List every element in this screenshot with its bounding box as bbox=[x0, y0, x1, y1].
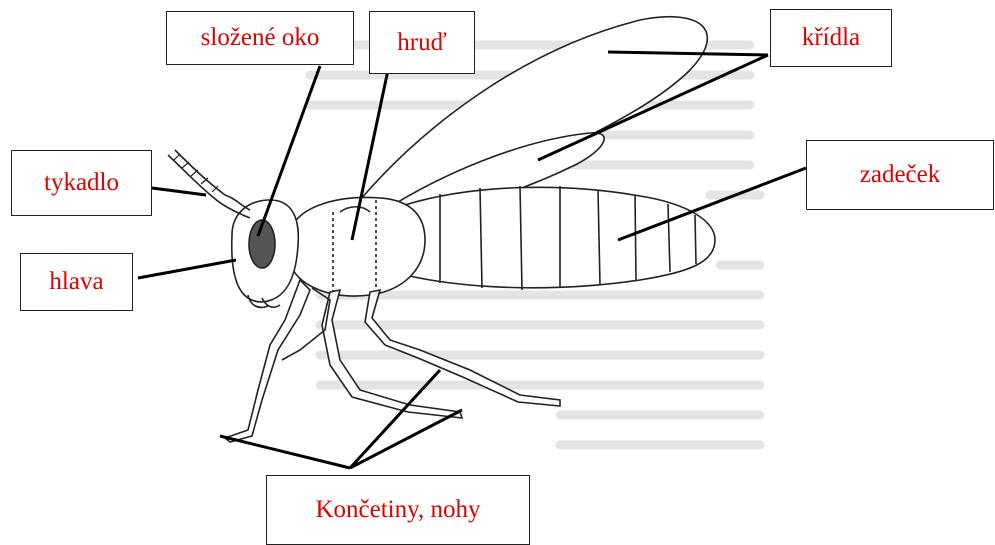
label-head: hlava bbox=[20, 253, 133, 311]
label-legs: Končetiny, nohy bbox=[266, 475, 530, 545]
antenna bbox=[168, 150, 250, 218]
label-wings: křídla bbox=[770, 9, 892, 67]
legs bbox=[225, 280, 560, 442]
label-antenna: tykadlo bbox=[11, 150, 152, 216]
pointer-antenna bbox=[152, 188, 206, 195]
insect-diagram bbox=[0, 0, 995, 533]
pointer-legs-2 bbox=[350, 410, 462, 468]
label-compound-eye: složené oko bbox=[166, 11, 354, 65]
label-thorax: hruď bbox=[369, 11, 475, 74]
pointer-legs-1 bbox=[220, 436, 350, 468]
label-abdomen: zadeček bbox=[806, 140, 994, 210]
pointer-head bbox=[138, 260, 236, 278]
abdomen bbox=[405, 186, 715, 290]
